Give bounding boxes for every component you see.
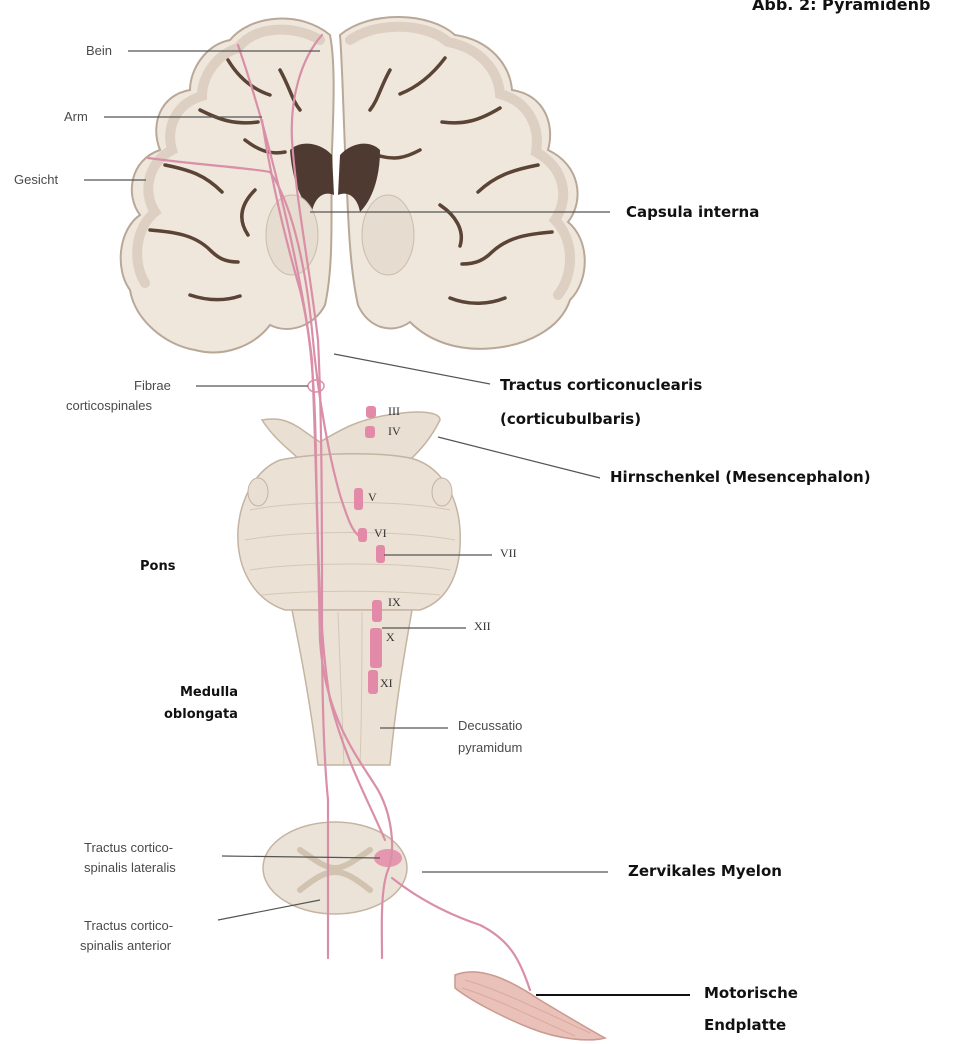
- label-nerve-iv: IV: [388, 424, 401, 439]
- label-arm: Arm: [64, 107, 88, 126]
- pons-shape: [238, 454, 460, 610]
- figure-title-partial: Abb. 2: Pyramidenb: [752, 0, 930, 16]
- nucleus-vi: [358, 528, 367, 542]
- nucleus-xi: [368, 670, 378, 694]
- nucleus-vii: [376, 545, 385, 563]
- label-decussatio-1: Decussatio: [458, 716, 522, 735]
- brainstem: [238, 412, 460, 765]
- label-capsula-interna: Capsula interna: [626, 201, 759, 223]
- label-nerve-vi: VI: [374, 526, 387, 541]
- label-tractus-anterior-2: spinalis anterior: [80, 936, 171, 955]
- basal-ganglia-right: [362, 195, 414, 275]
- label-zervikales-myelon: Zervikales Myelon: [628, 860, 782, 882]
- label-medulla-1: Medulla: [180, 682, 238, 704]
- label-fibrae-2: corticospinales: [66, 396, 152, 415]
- label-nerve-x: X: [386, 630, 395, 645]
- label-gesicht: Gesicht: [14, 170, 58, 189]
- label-bein: Bein: [86, 41, 112, 60]
- fibrae-marker: [308, 380, 324, 392]
- label-tractus-lateralis-1: Tractus cortico-: [84, 838, 173, 857]
- label-medulla-2: oblongata: [164, 704, 238, 726]
- label-nerve-vii: VII: [500, 546, 517, 561]
- leader-corticonuclearis: [334, 354, 490, 384]
- label-nerve-v: V: [368, 490, 377, 505]
- label-tractus-lateralis-2: spinalis lateralis: [84, 858, 176, 877]
- pons-side-left: [248, 478, 268, 506]
- label-decussatio-2: pyramidum: [458, 738, 522, 757]
- nucleus-v: [354, 488, 363, 510]
- label-tractus-corticonuclearis-2: (corticubulbaris): [500, 408, 641, 430]
- nucleus-iv: [365, 426, 375, 438]
- right-hemisphere: [340, 17, 585, 349]
- nucleus-ix: [372, 600, 382, 622]
- nucleus-iii: [366, 406, 376, 418]
- label-nerve-xi: XI: [380, 676, 393, 691]
- label-motorische-1: Motorische: [704, 982, 798, 1004]
- nucleus-x: [370, 628, 382, 668]
- label-nerve-xii: XII: [474, 619, 491, 634]
- pons-side-right: [432, 478, 452, 506]
- leader-hirnschenkel: [438, 437, 600, 478]
- label-fibrae-1: Fibrae: [134, 376, 171, 395]
- spinal-cord-section: [263, 822, 407, 914]
- label-nerve-ix: IX: [388, 595, 401, 610]
- label-tractus-anterior-1: Tractus cortico-: [84, 916, 173, 935]
- brain-coronal-section: [121, 17, 585, 352]
- label-hirnschenkel: Hirnschenkel (Mesencephalon): [610, 466, 871, 488]
- label-pons: Pons: [140, 556, 175, 578]
- label-nerve-iii: III: [388, 404, 400, 419]
- mesencephalon-shape: [262, 412, 440, 460]
- label-motorische-2: Endplatte: [704, 1014, 786, 1036]
- label-tractus-corticonuclearis-1: Tractus corticonuclearis: [500, 374, 702, 396]
